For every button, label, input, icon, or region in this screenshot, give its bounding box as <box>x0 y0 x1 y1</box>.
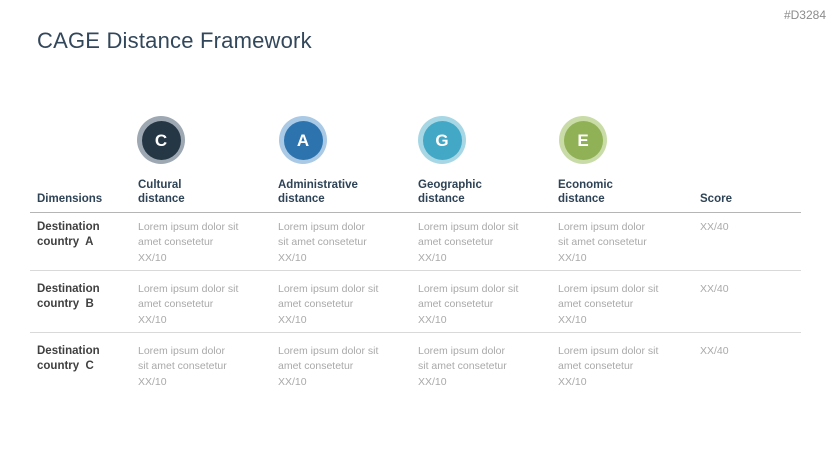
cell-geographic: Lorem ipsum dolor sit amet consetetur XX… <box>418 282 558 328</box>
cell-score-value: XX/10 <box>278 376 307 388</box>
table-header-row: Dimensions Cultural distance Administrat… <box>37 166 801 210</box>
column-header-score: Score <box>700 193 732 205</box>
column-header-cultural: Cultural distance <box>138 179 185 205</box>
economic-badge-circle: E <box>563 120 603 160</box>
economic-badge-icon: E <box>559 116 607 164</box>
cell-economic: Lorem ipsum dolor sit amet consetetur XX… <box>558 344 700 390</box>
cell-administrative: Lorem ipsum dolor sit amet consetetur XX… <box>278 282 418 328</box>
cell-score-value: XX/10 <box>418 376 447 388</box>
badge-letter-e: E <box>577 130 589 150</box>
table-row-country-b: Destination country B Lorem ipsum dolor … <box>37 282 801 328</box>
cell-cultural: Lorem ipsum dolor sit amet consetetur XX… <box>138 282 278 328</box>
header-divider <box>30 212 801 213</box>
geographic-badge-icon: G <box>418 116 466 164</box>
row-divider <box>30 270 801 271</box>
badge-letter-c: C <box>154 130 168 150</box>
cultural-badge-circle: C <box>141 120 181 160</box>
cell-score-value: XX/10 <box>278 252 307 264</box>
row-label: Destination country C <box>37 345 100 372</box>
row-label: Destination country A <box>37 221 100 248</box>
total-score-value: XX/40 <box>700 345 729 357</box>
cell-administrative: Lorem ipsum dolor sit amet consetetur XX… <box>278 344 418 390</box>
cell-score-value: XX/10 <box>418 314 447 326</box>
cell-score-value: XX/10 <box>138 252 167 264</box>
cell-score-value: XX/10 <box>138 376 167 388</box>
cell-score-value: XX/10 <box>418 252 447 264</box>
cell-economic: Lorem ipsum dolor sit amet consetetur XX… <box>558 220 700 266</box>
column-header-administrative: Administrative distance <box>278 179 358 205</box>
cell-score-value: XX/10 <box>558 252 587 264</box>
row-label: Destination country B <box>37 283 100 310</box>
slide-id-tag: #D3284 <box>783 8 826 22</box>
geographic-badge-circle: G <box>422 120 462 160</box>
cell-geographic: Lorem ipsum dolor sit amet consetetur XX… <box>418 344 558 390</box>
badge-letter-g: G <box>435 130 449 150</box>
table-row-country-a: Destination country A Lorem ipsum dolor … <box>37 220 801 266</box>
column-header-geographic: Geographic distance <box>418 179 482 205</box>
cultural-badge-icon: C <box>137 116 185 164</box>
column-header-dimensions: Dimensions <box>37 193 103 205</box>
badge-letter-a: A <box>296 130 310 150</box>
cell-score-value: XX/10 <box>558 376 587 388</box>
page-title: CAGE Distance Framework <box>37 28 312 53</box>
table-row-country-c: Destination country C Lorem ipsum dolor … <box>37 344 801 390</box>
cell-geographic: Lorem ipsum dolor sit amet consetetur XX… <box>418 220 558 266</box>
administrative-badge-circle: A <box>283 120 323 160</box>
cell-administrative: Lorem ipsum dolor sit amet consetetur XX… <box>278 220 418 266</box>
row-divider <box>30 332 801 333</box>
cell-economic: Lorem ipsum dolor sit amet consetetur XX… <box>558 282 700 328</box>
total-score-value: XX/40 <box>700 283 729 295</box>
column-header-economic: Economic distance <box>558 179 613 205</box>
cell-cultural: Lorem ipsum dolor sit amet consetetur XX… <box>138 344 278 390</box>
total-score-value: XX/40 <box>700 221 729 233</box>
cell-cultural: Lorem ipsum dolor sit amet consetetur XX… <box>138 220 278 266</box>
administrative-badge-icon: A <box>279 116 327 164</box>
cell-score-value: XX/10 <box>138 314 167 326</box>
cell-score-value: XX/10 <box>278 314 307 326</box>
cell-score-value: XX/10 <box>558 314 587 326</box>
